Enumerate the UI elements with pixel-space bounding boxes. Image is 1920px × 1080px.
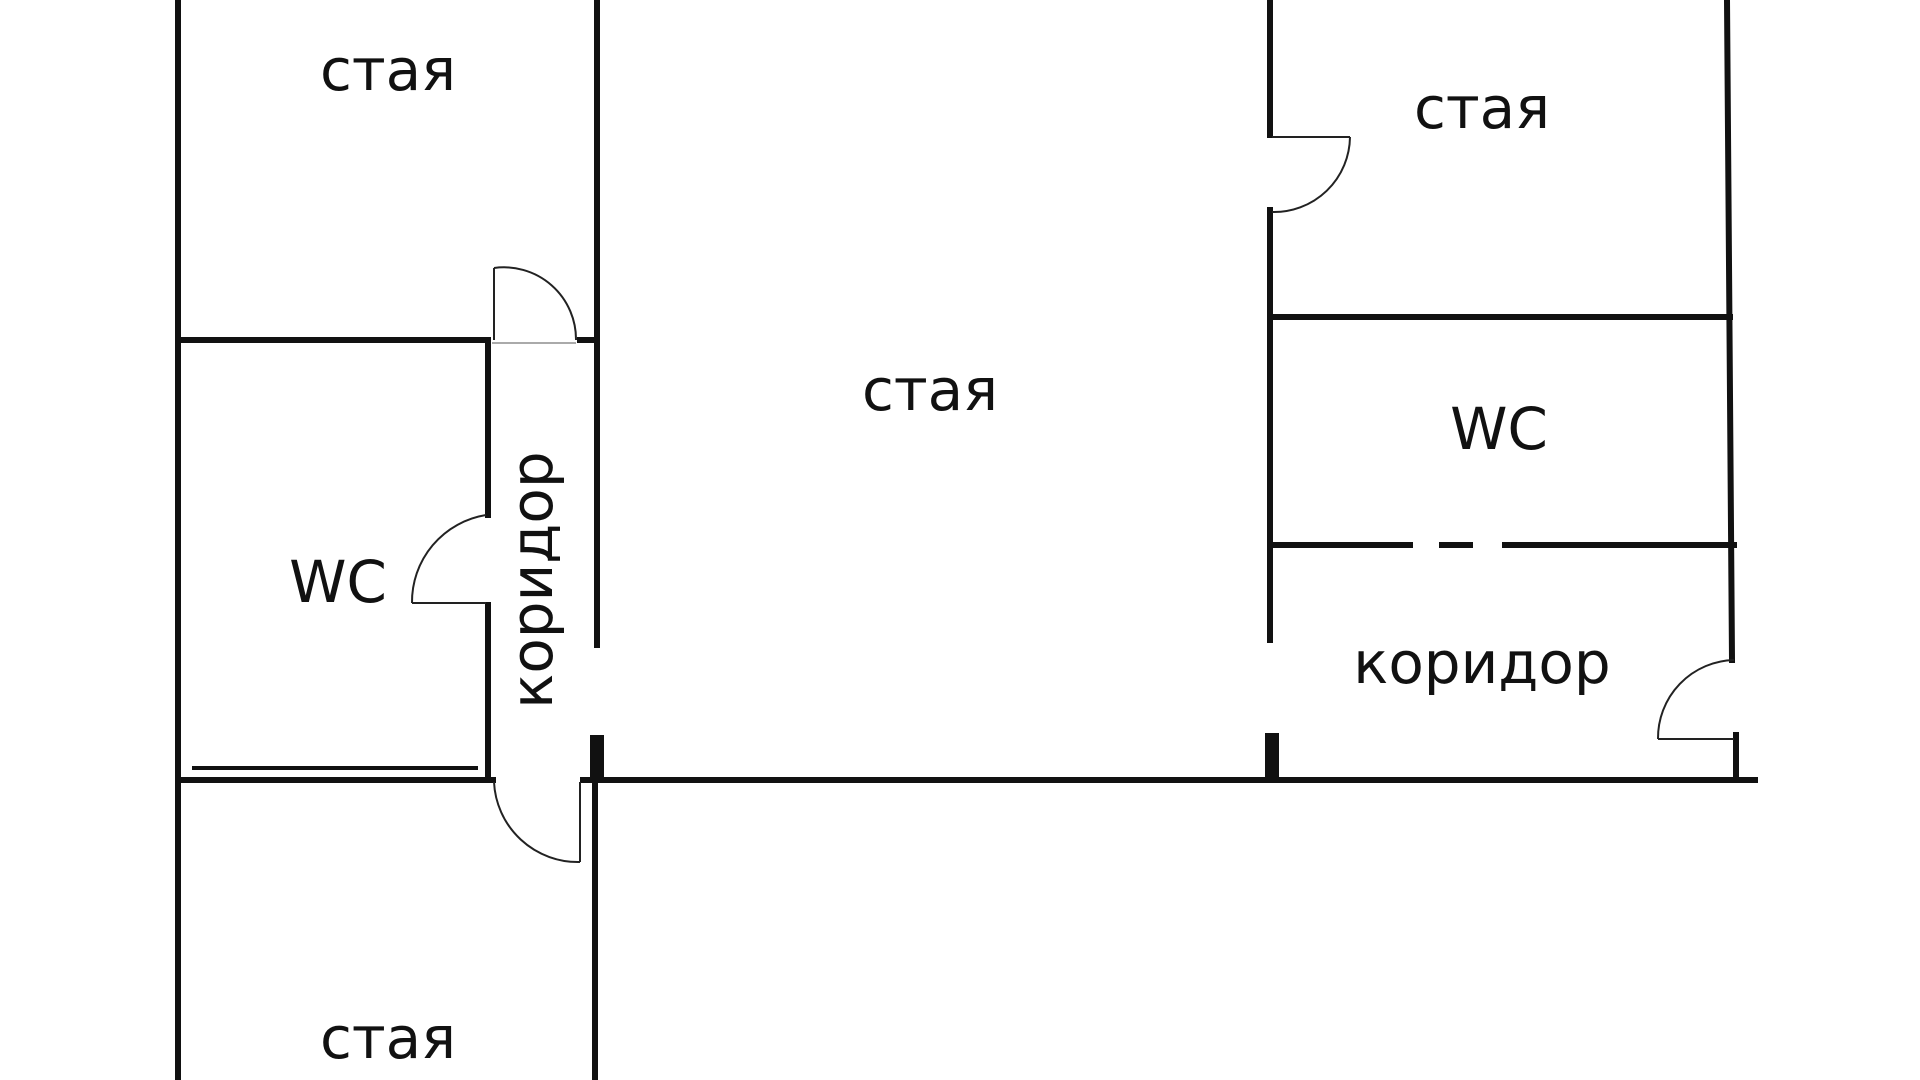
door-bottom-left-room [493, 775, 581, 864]
label-wc-right: WC [1450, 395, 1548, 463]
door-top-right-room [1271, 136, 1351, 214]
wall-stub-right [1265, 733, 1279, 780]
label-room-top-left: стая [320, 36, 456, 104]
door-corridor-right [1656, 659, 1735, 740]
label-corridor-right: коридор [1353, 629, 1610, 697]
door-wc-left [410, 514, 487, 604]
label-room-center: стая [862, 356, 998, 424]
label-room-top-right: стая [1414, 74, 1550, 142]
label-corridor-left: коридор [498, 451, 566, 708]
label-room-bottom-left: стая [320, 1004, 456, 1072]
wall-stub-left [590, 735, 604, 780]
door-top-left-room [492, 266, 578, 345]
label-wc-left: WC [289, 548, 387, 616]
wall-right-outer [1723, 0, 1736, 664]
